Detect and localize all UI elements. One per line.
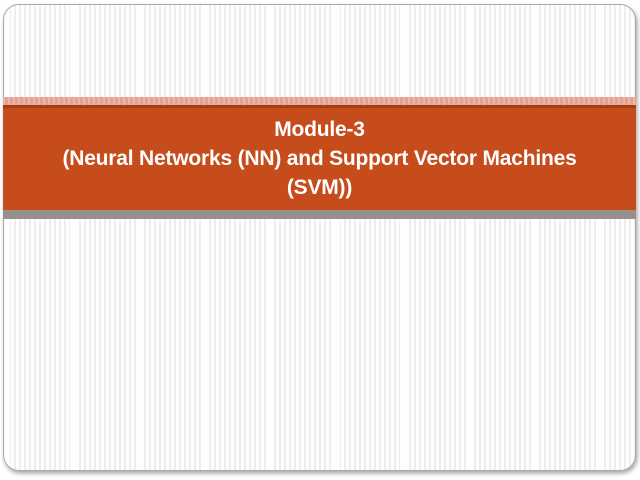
title-banner: Module-3 (Neural Networks (NN) and Suppo… [3, 97, 636, 219]
banner-top-edge [3, 105, 636, 108]
banner-bottom-shadow [3, 210, 636, 219]
slide-title: Module-3 (Neural Networks (NN) and Suppo… [3, 115, 636, 202]
slide: Module-3 (Neural Networks (NN) and Suppo… [3, 4, 636, 471]
title-line-2: (Neural Networks (NN) and Support Vector… [62, 146, 577, 199]
title-band: Module-3 (Neural Networks (NN) and Suppo… [3, 108, 636, 210]
title-line-1: Module-3 [274, 117, 365, 141]
banner-top-accent [3, 97, 636, 105]
